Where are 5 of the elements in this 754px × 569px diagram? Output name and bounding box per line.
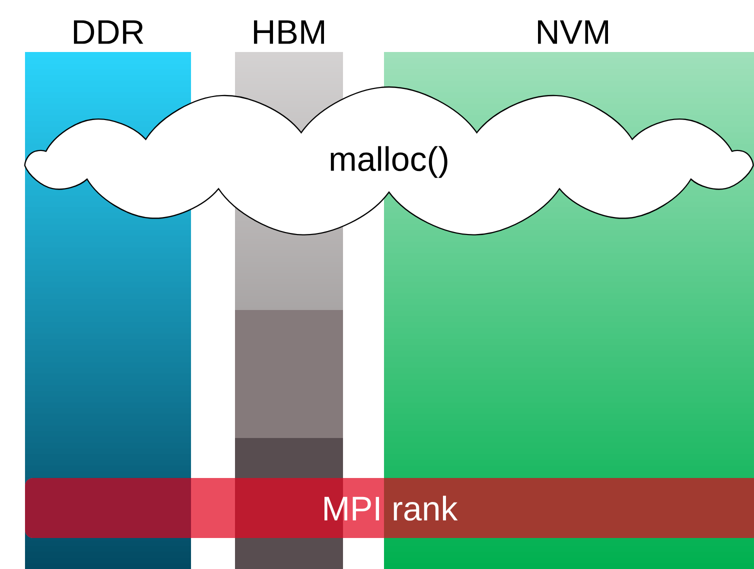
rank-band: MPI rank [25,478,754,538]
bar-heading: NVM [538,20,608,44]
bar-heading: HBM [254,20,324,44]
bar-heading: DDR [74,20,144,44]
node-label: malloc() [330,146,448,178]
